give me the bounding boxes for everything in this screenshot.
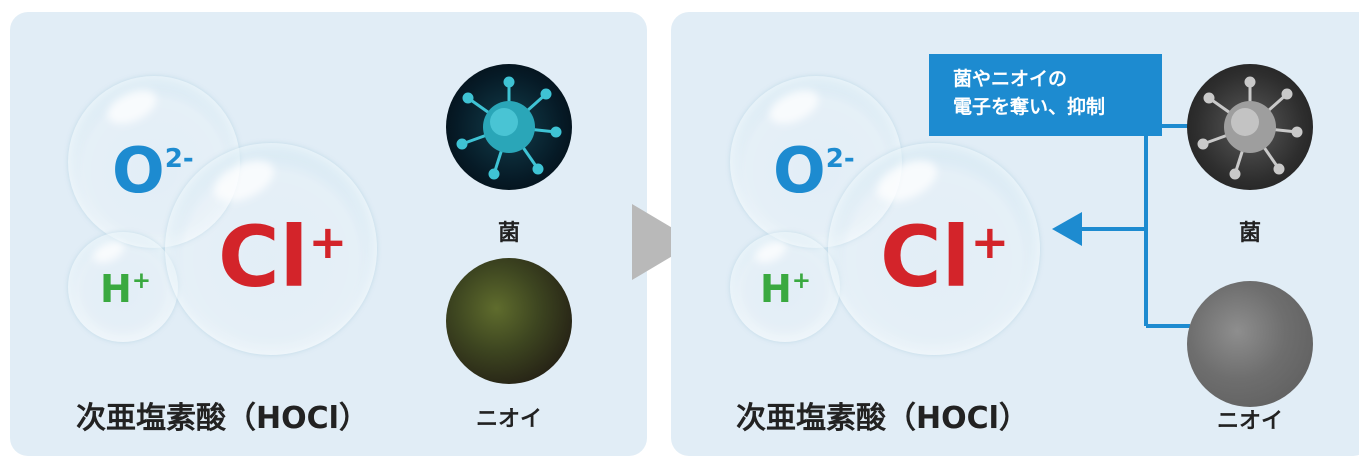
- electron-steal-callout: 菌やニオイの 電子を奪い、抑制: [929, 54, 1162, 136]
- germ-image: [446, 64, 572, 190]
- hocl-caption: 次亜塩素酸（HOCl）: [76, 401, 369, 436]
- germ-image-grayscale: [1187, 64, 1313, 190]
- callout-line-1: 菌やニオイの: [953, 68, 1068, 90]
- hydrogen-ion: H+: [100, 267, 151, 311]
- odor-label-right: ニオイ: [1216, 409, 1283, 434]
- hydrogen-bubble-right: [730, 232, 840, 342]
- oxygen-ion-right: O2-: [773, 134, 855, 207]
- odor-image-grayscale: [1187, 281, 1313, 407]
- chlorine-ion-right: Cl+: [880, 208, 1010, 306]
- hocl-caption-right: 次亜塩素酸（HOCl）: [736, 401, 1029, 436]
- oxygen-ion: O2-: [112, 134, 194, 207]
- callout-line-2: 電子を奪い、抑制: [953, 96, 1106, 118]
- germ-label-right: 菌: [1238, 221, 1261, 246]
- odor-label: ニオイ: [475, 407, 542, 432]
- hydrogen-bubble: [68, 232, 178, 342]
- chlorine-ion: Cl+: [218, 208, 348, 306]
- chlorine-bubble: [165, 143, 377, 355]
- odor-image: [446, 258, 572, 384]
- hydrogen-ion-right: H+: [760, 267, 811, 311]
- germ-label: 菌: [497, 221, 520, 246]
- chlorine-bubble-right: [828, 143, 1040, 355]
